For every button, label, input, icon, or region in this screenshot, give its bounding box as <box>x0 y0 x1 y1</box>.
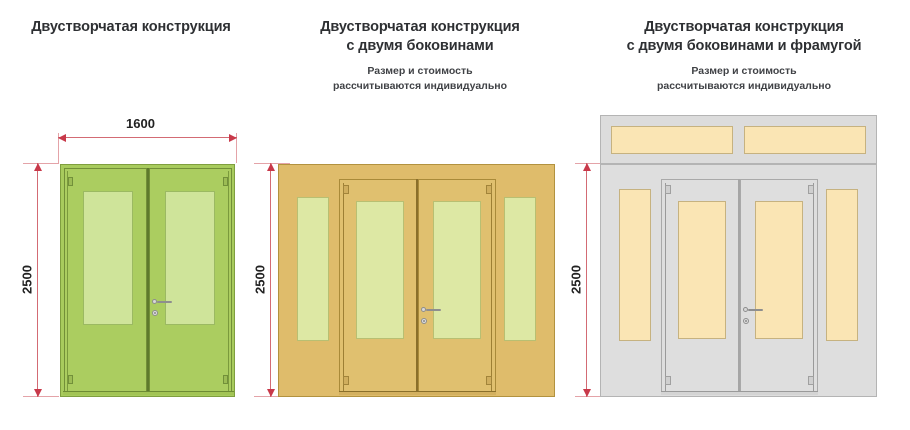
door-leaf-left[interactable] <box>64 168 147 395</box>
panel-2-subtitle: Размер и стоимость рассчитываются индиви… <box>262 64 578 94</box>
arrowhead-down-icon <box>266 389 275 397</box>
height-dimension-label: 2500 <box>252 265 268 294</box>
door-glass-left <box>356 201 404 339</box>
threshold-bar <box>339 391 496 395</box>
threshold-bar <box>63 391 234 395</box>
hinge-top-left <box>665 185 671 194</box>
hinge-bottom-left <box>665 376 671 385</box>
lock-cylinder-icon <box>743 318 749 324</box>
transom-glass-right <box>744 126 866 154</box>
leaf-inner-line-right <box>491 183 492 393</box>
lock-keyhole-icon <box>423 320 425 322</box>
extension-line-left <box>58 133 59 163</box>
panel-3-subtitle-line-2: рассчитываются индивидуально <box>656 79 832 92</box>
door-leaf-left[interactable] <box>339 179 417 395</box>
diagram-double-leaf-door-two-sidelites: Двустворчатая конструкция с двумя бокови… <box>253 0 578 430</box>
door-leaf-right[interactable] <box>149 168 232 395</box>
door-assembly-green <box>60 164 235 397</box>
lock-cylinder-icon <box>421 318 427 324</box>
door-leaf-left[interactable] <box>661 179 739 395</box>
sidelite-glass-left <box>619 189 651 341</box>
panel-2-subtitle-line-2: рассчитываются индивидуально <box>332 79 508 92</box>
lock-keyhole-icon <box>154 312 156 314</box>
door-glass-right <box>165 191 215 325</box>
hinge-top-right <box>808 185 814 194</box>
panel-3-title: Двустворчатая конструкция с двумя бокови… <box>578 18 910 56</box>
arrowhead-right-icon <box>229 133 237 142</box>
transom-section <box>600 115 877 164</box>
dimension-line-vertical <box>586 163 587 397</box>
height-dimension-label: 2500 <box>19 265 35 294</box>
hinge-bottom-left <box>343 376 349 385</box>
panel-2-title: Двустворчатая конструкция с двумя бокови… <box>262 18 578 56</box>
diagram-double-leaf-door: Двустворчатая конструкция 1600 2500 <box>0 0 262 430</box>
panel-3-title-line-2: с двумя боковинами и фрамугой <box>626 38 862 55</box>
height-dimension-label: 2500 <box>568 265 584 294</box>
leaf-inner-line-right <box>228 171 229 394</box>
handle-rose-icon <box>743 307 748 312</box>
hinge-top-left <box>68 177 73 186</box>
dimension-line-vertical <box>37 163 38 397</box>
panel-2-subtitle-line-1: Размер и стоимость <box>367 65 473 77</box>
transom-glass-left <box>611 126 733 154</box>
meeting-stile <box>738 179 740 395</box>
panel-3-title-line-1: Двустворчатая конструкция <box>644 19 844 35</box>
panel-1-title: Двустворчатая конструкция <box>31 19 231 35</box>
panel-3-subtitle-line-1: Размер и стоимость <box>691 65 797 77</box>
dimension-line-horizontal <box>58 137 237 138</box>
leaf-inner-line-left <box>67 171 68 394</box>
door-handle-lock[interactable] <box>152 298 178 320</box>
door-leaf-right[interactable] <box>418 179 496 395</box>
arrowhead-down-icon <box>582 389 591 397</box>
panel-2-title-line-1: Двустворчатая конструкция <box>320 19 520 35</box>
extension-line-right <box>236 133 237 163</box>
panel-3-subtitle: Размер и стоимость рассчитываются индиви… <box>578 64 910 94</box>
sidelite-glass-right <box>504 197 536 341</box>
handle-rose-icon <box>421 307 426 312</box>
door-assembly-gray <box>600 164 877 397</box>
leaf-inner-line-left <box>343 183 344 393</box>
arrowhead-left-icon <box>58 133 66 142</box>
dimension-line-vertical <box>270 163 271 397</box>
arrowhead-up-icon <box>582 163 591 171</box>
handle-lever-icon <box>748 308 763 311</box>
door-glass-right <box>433 201 481 339</box>
width-dimension-label: 1600 <box>126 116 155 131</box>
meeting-stile <box>147 168 149 395</box>
lock-cylinder-icon <box>152 310 158 316</box>
door-glass-right <box>755 201 803 339</box>
leaf-inner-line-left <box>665 183 666 393</box>
hinge-top-right <box>223 177 228 186</box>
handle-lever-icon <box>426 308 441 311</box>
hinge-top-right <box>486 185 492 194</box>
meeting-stile <box>416 179 418 395</box>
door-glass-left <box>678 201 726 339</box>
sidelite-glass-right <box>826 189 858 341</box>
leaf-inner-line-right <box>813 183 814 393</box>
handle-rose-icon <box>152 299 157 304</box>
door-assembly-tan <box>278 164 555 397</box>
hinge-bottom-right <box>486 376 492 385</box>
door-glass-left <box>83 191 133 325</box>
hinge-bottom-right <box>223 375 228 384</box>
door-handle-lock[interactable] <box>743 306 769 328</box>
panel-2-title-line-2: с двумя боковинами <box>346 38 494 55</box>
door-leaf-right[interactable] <box>740 179 818 395</box>
arrowhead-up-icon <box>33 163 42 171</box>
hinge-bottom-left <box>68 375 73 384</box>
arrowhead-up-icon <box>266 163 275 171</box>
sidelite-glass-left <box>297 197 329 341</box>
hinge-bottom-right <box>808 376 814 385</box>
handle-lever-icon <box>157 300 172 303</box>
diagram-double-leaf-door-two-sidelites-transom: Двустворчатая конструкция с двумя бокови… <box>569 0 910 430</box>
threshold-bar <box>661 391 818 395</box>
door-handle-lock[interactable] <box>421 306 447 328</box>
arrowhead-down-icon <box>33 389 42 397</box>
lock-keyhole-icon <box>745 320 747 322</box>
hinge-top-left <box>343 185 349 194</box>
